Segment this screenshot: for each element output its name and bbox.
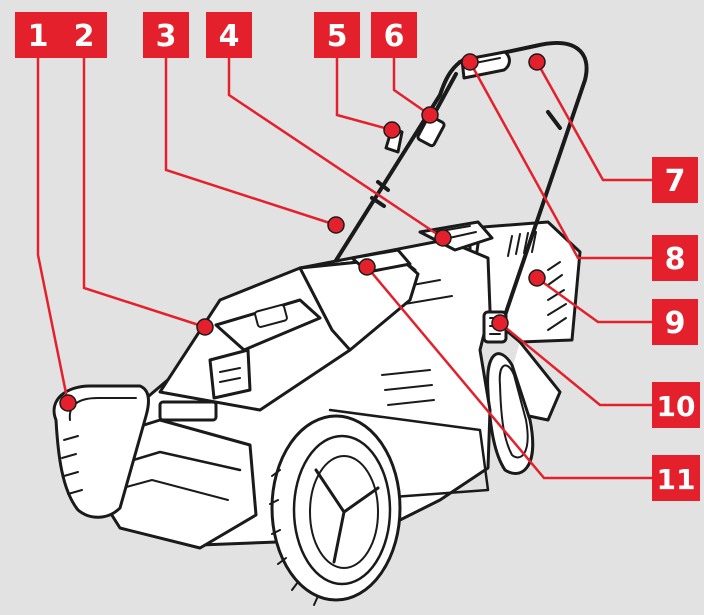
front-right-wheel [269, 414, 402, 606]
leader-lines [36, 58, 652, 480]
callout-dot-8 [461, 53, 479, 71]
callout-box-8: 8 [652, 235, 698, 281]
leader-line-10 [499, 322, 652, 407]
callout-number: 7 [665, 164, 686, 199]
callout-box-1: 1 [15, 12, 61, 58]
callout-dot-7 [528, 53, 546, 71]
callout-dot-9 [528, 269, 546, 287]
leader-line-2 [82, 58, 206, 329]
front-left-wheel [52, 384, 150, 519]
callout-number: 6 [384, 19, 405, 54]
leader-line-11 [366, 266, 652, 480]
rear-wheel [486, 352, 535, 475]
callout-box-6: 6 [371, 12, 417, 58]
callout-dot-1 [59, 394, 77, 412]
callout-number: 2 [74, 19, 95, 54]
leader-line-3 [164, 58, 337, 227]
callout-number: 1 [28, 19, 49, 54]
lawn-mower-illustration [52, 41, 589, 606]
callout-box-3: 3 [143, 12, 189, 58]
callout-dot-3 [327, 216, 345, 234]
callout-dot-5 [383, 121, 401, 139]
callout-boxes: 1 2 3 4 5 6 7 8 [15, 12, 700, 501]
callout-box-11: 11 [652, 455, 700, 501]
callout-box-4: 4 [206, 12, 252, 58]
callout-number: 9 [665, 306, 686, 341]
leader-line-9 [536, 276, 652, 324]
callout-dot-6 [421, 106, 439, 124]
callout-box-2: 2 [61, 12, 107, 58]
callout-number: 3 [156, 19, 177, 54]
leader-line-8 [468, 61, 652, 260]
callout-box-9: 9 [652, 299, 698, 345]
callout-number: 11 [657, 463, 696, 496]
callout-dot-2 [196, 318, 214, 336]
callout-dot-11 [358, 258, 376, 276]
leader-line-6 [392, 58, 431, 117]
leader-line-7 [535, 61, 652, 182]
battery-compartment [158, 248, 420, 422]
callout-number: 4 [219, 19, 240, 54]
callout-dot-4 [434, 229, 452, 247]
leader-line-5 [335, 58, 393, 132]
leader-line-4 [227, 58, 444, 240]
callout-number: 10 [657, 390, 696, 423]
callout-dots [59, 53, 546, 412]
callout-number: 5 [327, 19, 348, 54]
handle-frame [333, 41, 589, 332]
callout-box-10: 10 [652, 382, 700, 428]
callout-box-5: 5 [314, 12, 360, 58]
leader-line-1 [36, 58, 70, 404]
callout-number: 8 [665, 242, 686, 277]
callout-dot-10 [491, 314, 509, 332]
callout-box-7: 7 [652, 157, 698, 203]
